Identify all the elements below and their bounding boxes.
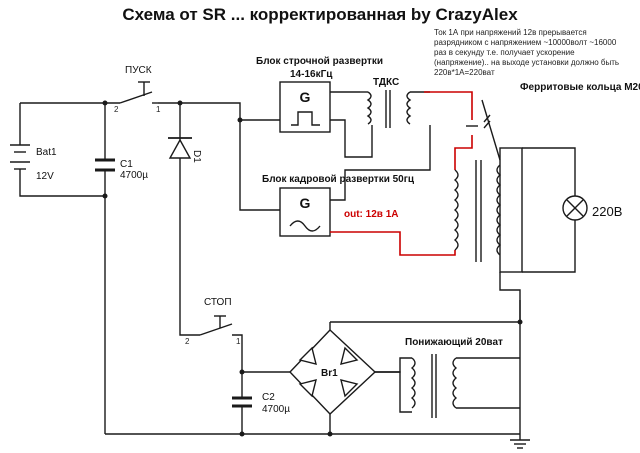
capacitor-c2: C2 4700µ [232,372,290,434]
note-block: Ток 1А при напряжений 12в прерывается ра… [434,28,619,77]
c2-name: C2 [262,392,275,403]
note-line: разрядником с напряжением ~10000волт ~16… [434,38,617,47]
capacitor-c1: C1 4700µ [95,158,148,181]
stop-pin-1: 1 [236,337,241,346]
schematic-title: Схема от SR ... корректированная by Craz… [122,5,518,24]
start-pin-1: 1 [156,105,161,114]
generator-g1-label: G [300,89,311,105]
lamp-voltage-label: 220В [592,204,622,219]
diode-label: D1 [191,150,202,163]
stepdown-label: Понижающий 20ват [405,337,503,348]
horizontal-scan-block: Блок строчной развертки 14-16кГц G [256,56,383,133]
horizontal-block-title: Блок строчной развертки [256,56,383,67]
start-switch-label: ПУСК [125,65,152,76]
tdks-label: ТДКС [373,77,399,88]
start-switch: ПУСК 2 1 [114,65,161,114]
bridge-label: Br1 [321,368,338,379]
battery: Bat1 12V [10,144,57,182]
diode-d1: D1 [168,132,202,163]
ferrite-transformer: Ферритовые кольца М2000 [453,82,640,434]
note-line: (напряжение).. на выходе установки должн… [434,58,619,67]
scan-wiring [330,91,431,201]
power-wiring [19,102,520,435]
tdks-transformer: ТДКС [366,77,430,128]
out-label: out: 12в 1А [344,209,399,220]
stop-switch: СТОП 2 1 [185,297,243,372]
output-wiring: out: 12в 1А [330,91,473,256]
horizontal-block-frequency: 14-16кГц [290,69,333,80]
stop-pin-2: 2 [185,337,190,346]
ground-symbol [510,434,530,449]
lamp-220v: 220В [562,195,622,221]
frame-scan-block: Блок кадровой развертки 50гц G [262,174,415,237]
note-line: 220в*1А=220ват [434,68,495,77]
ferrite-label: Ферритовые кольца М2000 [520,82,640,93]
note-line: Ток 1А при напряжений 12в прерывается [434,28,587,37]
stop-switch-label: СТОП [204,297,232,308]
note-line: раз в секунду т.е. получает ускорение [434,48,575,57]
frame-block-title: Блок кадровой развертки 50гц [262,174,415,185]
c1-value: 4700µ [120,170,148,181]
start-pin-2: 2 [114,105,119,114]
battery-name: Bat1 [36,147,57,158]
junction-dots [102,100,523,437]
generator-g2-label: G [300,195,311,211]
battery-voltage: 12V [36,171,54,182]
c2-value: 4700µ [262,404,290,415]
bridge-rectifier: Br1 [242,300,521,434]
c1-name: C1 [120,159,133,170]
stepdown-transformer: Понижающий 20ват [405,337,520,418]
